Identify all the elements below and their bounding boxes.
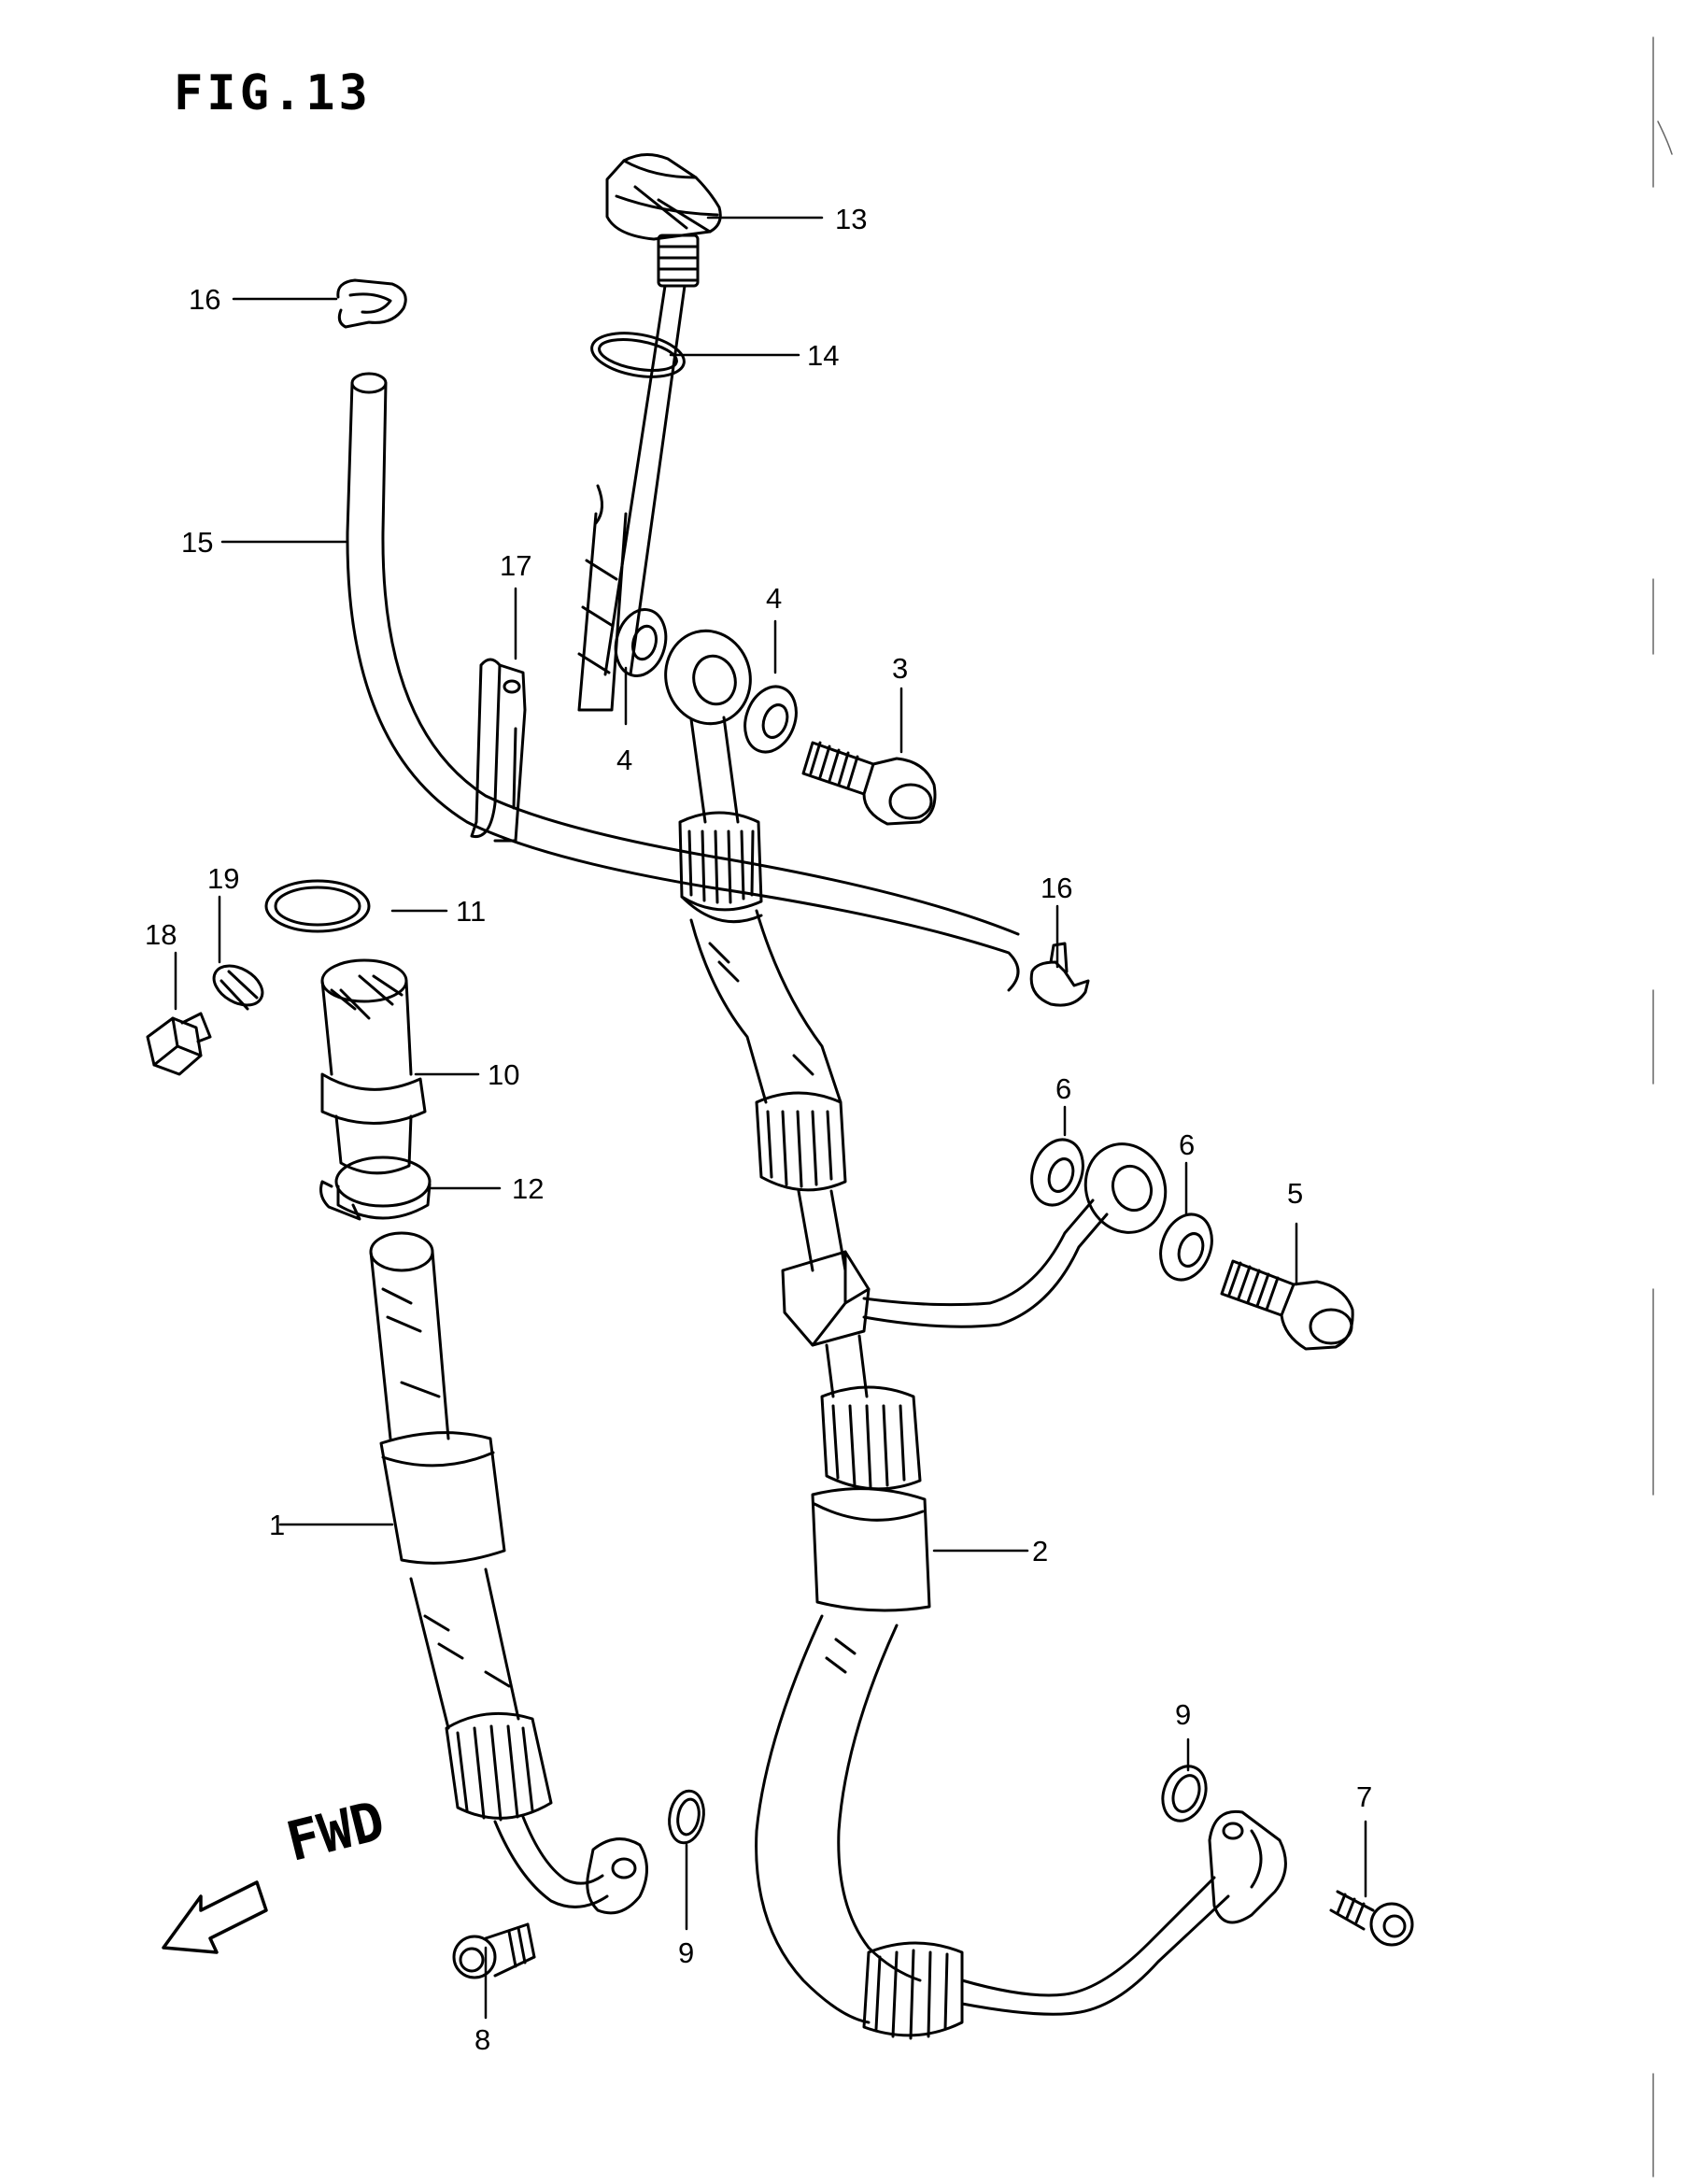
callout-2: 2: [1032, 1535, 1049, 1567]
filler-cap-dipstick: [579, 154, 720, 710]
washer-upper-right: [736, 679, 804, 759]
o-ring-filter: [266, 881, 369, 931]
bolt-right: [1331, 1892, 1412, 1945]
callout-18: 18: [145, 918, 177, 951]
callout-11: 11: [456, 895, 487, 928]
callout-5: 5: [1287, 1177, 1304, 1210]
union-bolt-lower: [1222, 1261, 1352, 1349]
callout-14: 14: [807, 339, 840, 372]
hose-clamp-right: [1031, 943, 1088, 1005]
drain-washer: [207, 957, 269, 1013]
o-ring: [588, 327, 687, 384]
callout-15: 15: [181, 526, 214, 559]
bolt-left: [454, 1924, 534, 1978]
callout-17: 17: [500, 549, 532, 582]
oil-filter: [322, 960, 425, 1173]
hose-clamp-filter: [321, 1157, 430, 1219]
callout-10: 10: [488, 1058, 520, 1091]
hose-bracket: [472, 659, 525, 841]
union-bolt-upper: [803, 743, 935, 824]
callout-9-right: 9: [1175, 1698, 1192, 1731]
callout-3: 3: [892, 652, 909, 685]
callout-16-top: 16: [189, 283, 221, 316]
callout-6-right: 6: [1179, 1128, 1196, 1161]
forward-arrow: [163, 1882, 266, 1952]
callout-13: 13: [835, 203, 868, 235]
callout-16-right: 16: [1041, 872, 1073, 904]
leader-lines: [176, 218, 1366, 2018]
callout-7: 7: [1356, 1780, 1373, 1813]
callout-4-left: 4: [616, 744, 633, 776]
hose-clamp-top: [338, 280, 405, 327]
callout-12: 12: [512, 1172, 545, 1205]
oil-hose-left: [371, 1233, 647, 1913]
callout-4-right: 4: [766, 582, 783, 615]
scan-marks: [1653, 37, 1672, 2177]
washer-upper-left: [609, 603, 673, 681]
oil-hose-assembly: [656, 621, 1286, 2038]
callout-1: 1: [269, 1509, 286, 1541]
callout-19: 19: [207, 862, 240, 895]
washer-lower-right: [1152, 1207, 1220, 1286]
washer-right-bottom: [1155, 1760, 1213, 1826]
callout-9-left: 9: [678, 1936, 695, 1969]
washer-left-bottom: [665, 1788, 707, 1845]
callout-6-left: 6: [1055, 1072, 1072, 1105]
callout-8: 8: [474, 2023, 491, 2056]
washer-lower-left: [1023, 1132, 1091, 1212]
breather-hose: [347, 374, 1018, 990]
figure-title: FIG.13: [174, 65, 372, 121]
drain-plug: [148, 1014, 210, 1074]
